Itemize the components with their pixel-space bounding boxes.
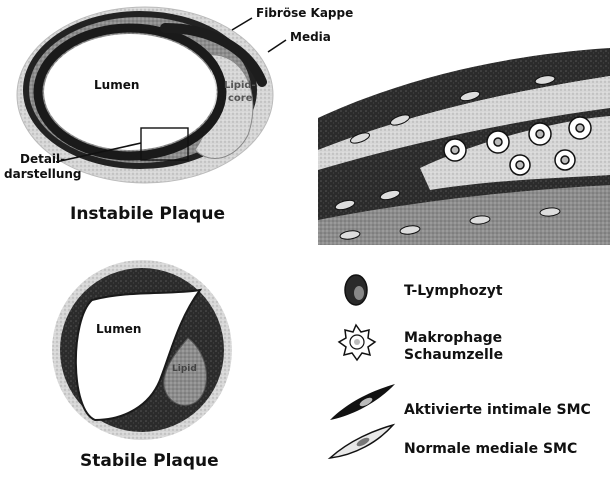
detail-label-1: Detail- — [20, 152, 65, 166]
unstable-lumen-label: Lumen — [94, 78, 139, 92]
fibrous-cap-label: Fibröse Kappe — [256, 6, 353, 20]
legend-macrophage-1: Makrophage — [404, 330, 502, 346]
unstable-lumen — [44, 34, 216, 150]
media-leader — [268, 40, 286, 52]
detail-magnified-view — [318, 48, 610, 245]
legend-icons — [330, 275, 395, 458]
stable-lumen-label: Lumen — [96, 322, 141, 336]
t-lymphocyte-icon — [345, 275, 367, 305]
detail-label-2: darstellung — [4, 167, 82, 181]
lipid-core-label-2: core — [228, 93, 253, 104]
legend-activated-smc: Aktivierte intimale SMC — [404, 402, 591, 418]
normal-smc-icon — [330, 425, 393, 458]
stable-plaque-caption: Stabile Plaque — [80, 451, 219, 471]
unstable-plaque-caption: Instabile Plaque — [70, 204, 225, 224]
lipid-core-label-1: Lipid- — [224, 80, 256, 91]
fibrous-cap-leader — [232, 18, 252, 30]
stable-lipid-label: Lipid — [172, 364, 197, 374]
legend-normal-smc: Normale mediale SMC — [404, 441, 577, 457]
legend-t-lymphocyte: T-Lymphozyt — [404, 283, 503, 299]
macrophage-foam-cell-icon — [339, 325, 375, 360]
legend-macrophage-2: Schaumzelle — [404, 347, 503, 363]
activated-smc-icon — [330, 384, 395, 420]
media-label: Media — [290, 30, 331, 44]
stable-plaque-diagram — [52, 260, 232, 440]
